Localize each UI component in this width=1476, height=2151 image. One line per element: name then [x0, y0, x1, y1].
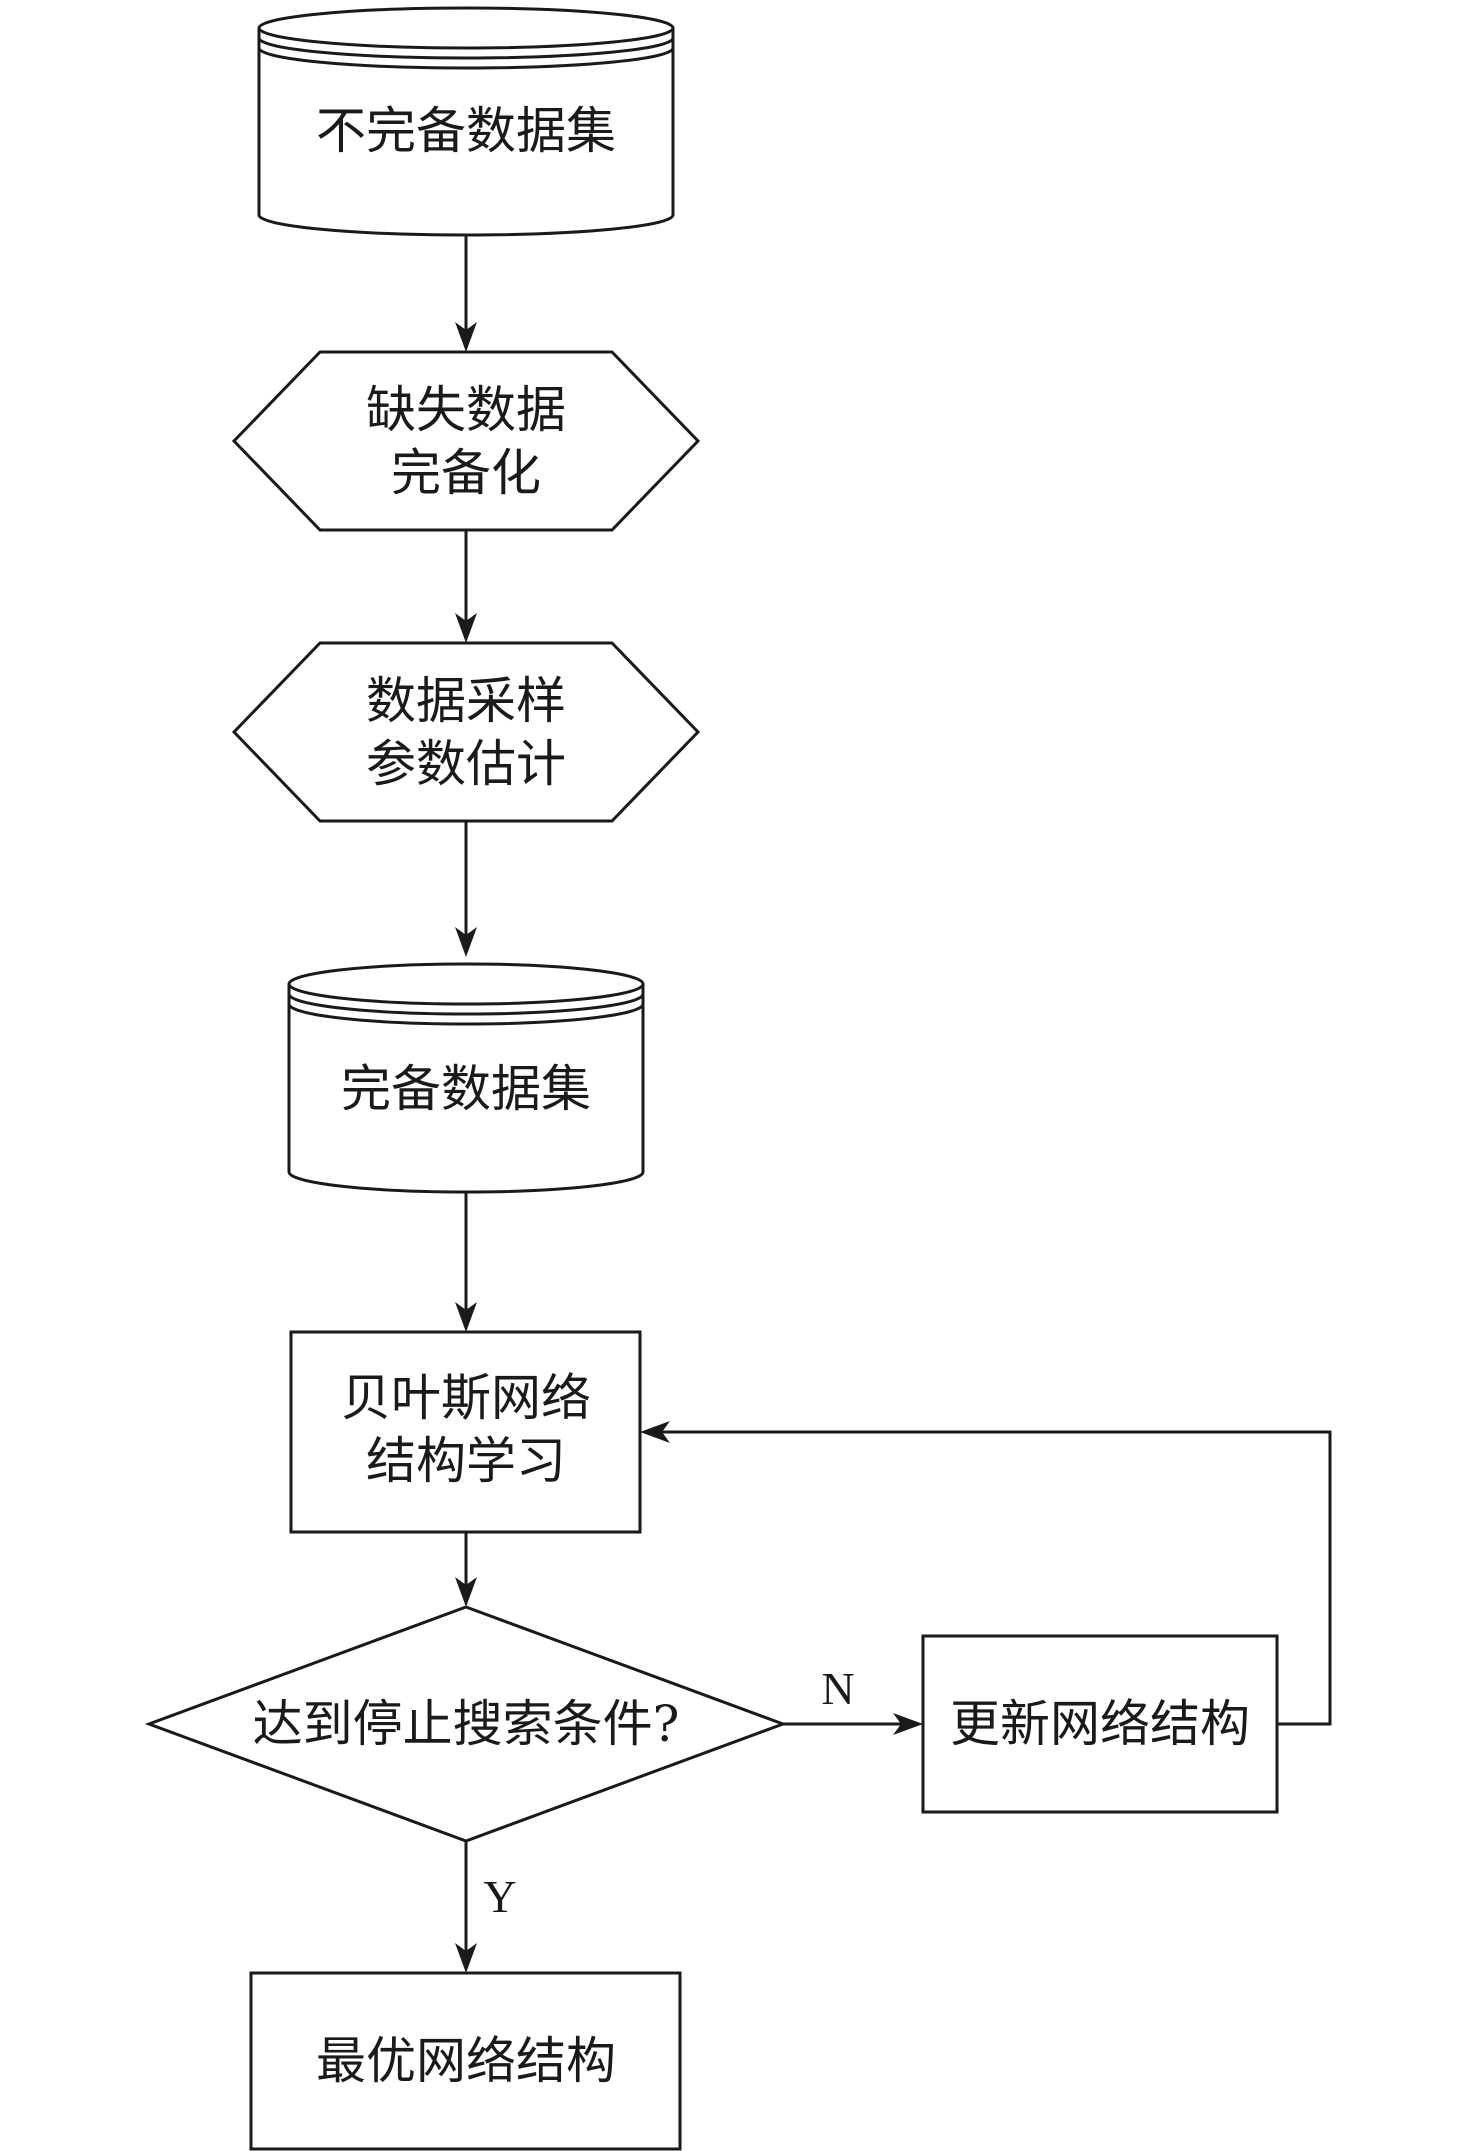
no-branch-label: N	[821, 1663, 854, 1714]
missing-data-completion-line-1: 缺失数据	[366, 381, 566, 439]
incomplete-dataset-label: 不完备数据集	[316, 102, 616, 160]
sampling-estimation-line-2: 参数估计	[366, 735, 566, 793]
edge-learning-to-decision	[455, 1532, 477, 1607]
bn-structure-learning-node: 贝叶斯网络 结构学习	[289, 1330, 642, 1534]
sampling-estimation-line-1: 数据采样	[366, 672, 566, 730]
missing-data-completion-line-2: 完备化	[391, 444, 541, 502]
yes-branch-label: Y	[483, 1871, 516, 1922]
stop-condition-label: 达到停止搜索条件?	[253, 1695, 680, 1753]
edge-update-loop-back-to-learning	[640, 1421, 1332, 1726]
edge-decision-no-to-update: N	[783, 1663, 923, 1735]
edge-decision-yes-to-optimal: Y	[455, 1841, 517, 1973]
edge-complete-dataset-to-learning	[455, 1193, 477, 1332]
stop-condition-node: 达到停止搜索条件?	[144, 1605, 788, 1843]
incomplete-dataset-node: 不完备数据集	[257, 6, 675, 237]
complete-dataset-label: 完备数据集	[341, 1060, 591, 1118]
update-structure-node: 更新网络结构	[921, 1634, 1279, 1814]
optimal-structure-node: 最优网络结构	[249, 1971, 682, 2151]
edge-completion-to-sampling	[455, 530, 477, 643]
missing-data-completion-node: 缺失数据 完备化	[231, 350, 701, 532]
update-structure-label: 更新网络结构	[950, 1695, 1250, 1753]
complete-dataset-node: 完备数据集	[287, 962, 645, 1194]
sampling-estimation-node: 数据采样 参数估计	[231, 641, 701, 823]
bn-structure-learning-line-2: 结构学习	[366, 1432, 566, 1490]
edge-sampling-to-complete-dataset	[455, 821, 477, 957]
optimal-structure-label: 最优网络结构	[316, 2032, 616, 2090]
bn-structure-learning-line-1: 贝叶斯网络	[341, 1369, 591, 1427]
edge-incomplete-to-completion	[455, 236, 477, 352]
